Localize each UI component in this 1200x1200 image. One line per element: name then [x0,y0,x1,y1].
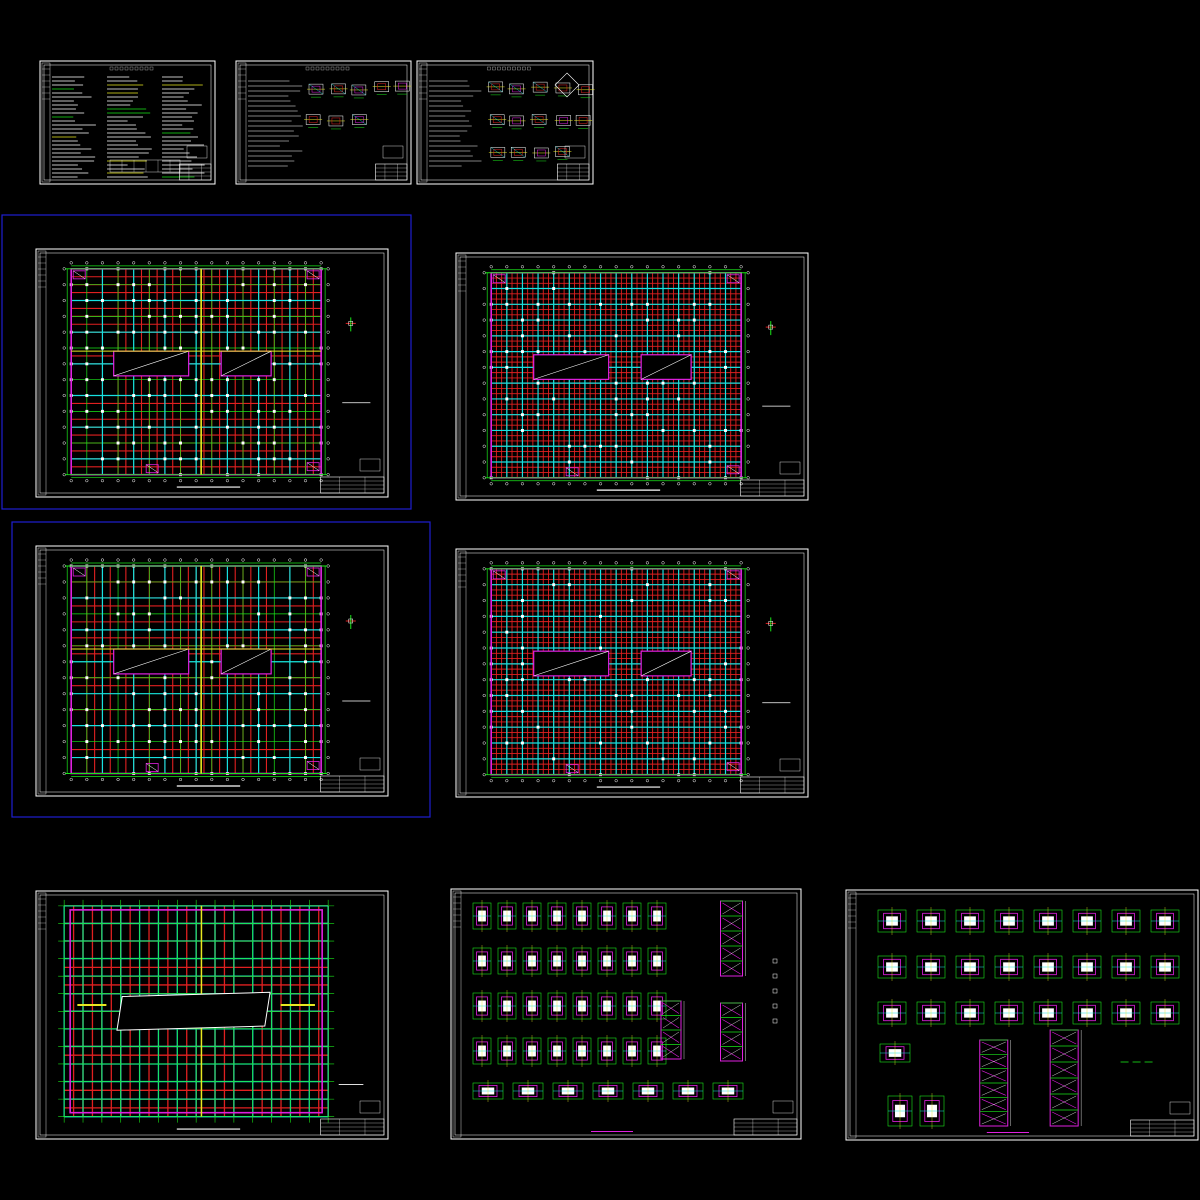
notes-sheet-2[interactable] [235,60,412,185]
binding-margin [41,62,51,183]
selection-box [1,214,412,510]
binding-margin [418,62,428,183]
sheet-frame [35,545,389,797]
atrium-void [116,991,271,1031]
binding-margin [457,550,467,796]
plan-sheet-b[interactable] [455,252,809,501]
binding-margin [37,547,47,795]
detail-sketch [554,72,580,98]
binding-margin [452,890,462,1138]
binding-margin [847,891,857,1139]
sheet-frame [35,890,389,1140]
plan-sheet-e[interactable] [35,890,389,1140]
plan-sheet-d[interactable] [455,548,809,798]
detail-sheet-f[interactable] [450,888,802,1140]
sheet-frame [416,60,594,185]
sheet-frame [455,548,809,798]
notes-sheet-1[interactable] [39,60,216,185]
selection-box [11,521,431,818]
sheet-frame [455,252,809,501]
sheet-frame [845,889,1199,1141]
binding-margin [457,254,467,499]
detail-sheet-g[interactable] [845,889,1199,1141]
sheet-frame [35,248,389,498]
sheet-frame [450,888,802,1140]
binding-margin [37,892,47,1138]
sheet-frame [39,60,216,185]
notes-sheet-3[interactable] [416,60,595,185]
plan-sheet-c[interactable] [11,521,431,818]
plan-sheet-a[interactable] [1,214,412,510]
binding-margin [237,62,247,183]
binding-margin [37,250,47,496]
perimeter-wall [69,909,323,1114]
sheet-frame [235,60,412,185]
